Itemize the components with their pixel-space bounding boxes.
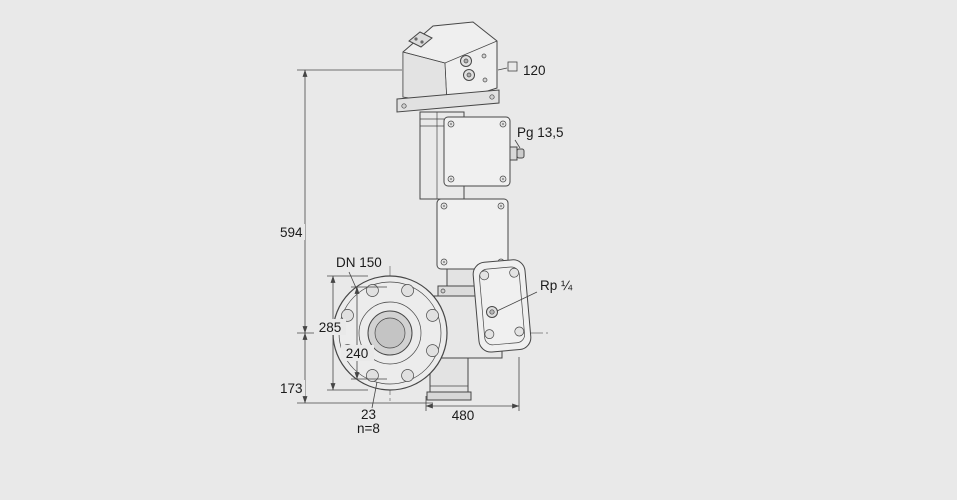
motor-head <box>402 21 498 105</box>
rear-flange-bolt-hole <box>509 267 520 278</box>
screw-dot <box>500 205 502 207</box>
flange-bore-inner <box>374 317 406 349</box>
label-knockout <box>314 319 346 335</box>
connector-pin <box>466 72 472 78</box>
dim-label-173: 173 <box>280 381 303 396</box>
rp-tapped-hole <box>489 309 495 315</box>
label-bolt-count: n=8 <box>357 421 380 436</box>
square-symbol <box>507 61 518 72</box>
front-flange <box>332 275 448 391</box>
mounting-plate <box>396 89 500 113</box>
screw-dot <box>443 205 445 207</box>
label-knockout <box>341 345 374 361</box>
rear-flange-raised-face <box>479 266 525 346</box>
bonnet-bolt <box>440 288 446 294</box>
label-square-120: 120 <box>523 63 546 78</box>
mounting-plate-outline <box>396 89 500 113</box>
flange-bolt-hole <box>426 344 439 357</box>
flange-bolt-hole <box>401 284 414 297</box>
valve-body <box>426 259 532 401</box>
screw-dot <box>502 123 504 125</box>
plate-bolt <box>401 103 407 109</box>
dimension-labels: 594 173 285 240 480 DN 150 23 n=8 Rp ¼ P… <box>276 63 573 436</box>
leader-pg <box>514 139 521 149</box>
label-dn150: DN 150 <box>336 255 382 270</box>
label-rp: Rp ¼ <box>540 278 573 293</box>
cable-gland-nut <box>516 148 525 159</box>
terminal-screw <box>420 40 424 44</box>
junction-box-2-cover <box>436 198 509 270</box>
flange-bolt-hole <box>341 309 354 322</box>
flange-bolt-hole <box>426 309 439 322</box>
leader-rp <box>496 291 538 312</box>
housing-screw <box>481 53 487 59</box>
rear-flange-bolt-hole <box>484 329 495 339</box>
junction-box-2 <box>436 198 509 270</box>
label-knockout <box>276 380 305 396</box>
dim-label-480: 480 <box>452 408 475 423</box>
leader-dn150 <box>348 271 358 291</box>
dim-label-240: 240 <box>346 346 369 361</box>
dim-label-285: 285 <box>319 320 342 335</box>
flange-bolt-hole <box>366 369 379 382</box>
rear-flange-bolt-hole <box>479 270 490 281</box>
junction-box-1-cover <box>443 116 511 187</box>
label-pg: Pg 13,5 <box>517 125 564 140</box>
rear-flange <box>472 259 532 353</box>
screw-dot <box>450 178 452 180</box>
flange-bolt-hole <box>401 369 414 382</box>
screw-dot <box>450 123 452 125</box>
leader-bolt-hole <box>371 381 378 409</box>
rear-flange-bolt-hole <box>514 326 525 337</box>
terminal-screw <box>414 37 418 41</box>
connector-pin <box>463 58 469 64</box>
flange-bolt-hole <box>366 284 379 297</box>
terminal-box <box>408 31 433 48</box>
leader-square-120 <box>497 67 508 71</box>
spigot-foot <box>426 391 472 401</box>
plate-bolt <box>489 94 495 100</box>
screw-dot <box>443 261 445 263</box>
label-knockout <box>276 224 305 240</box>
dim-label-594: 594 <box>280 225 303 240</box>
label-bolt-dia: 23 <box>361 407 376 422</box>
screw-dot <box>502 178 504 180</box>
junction-box-1 <box>443 116 525 187</box>
housing-screw <box>482 77 488 83</box>
